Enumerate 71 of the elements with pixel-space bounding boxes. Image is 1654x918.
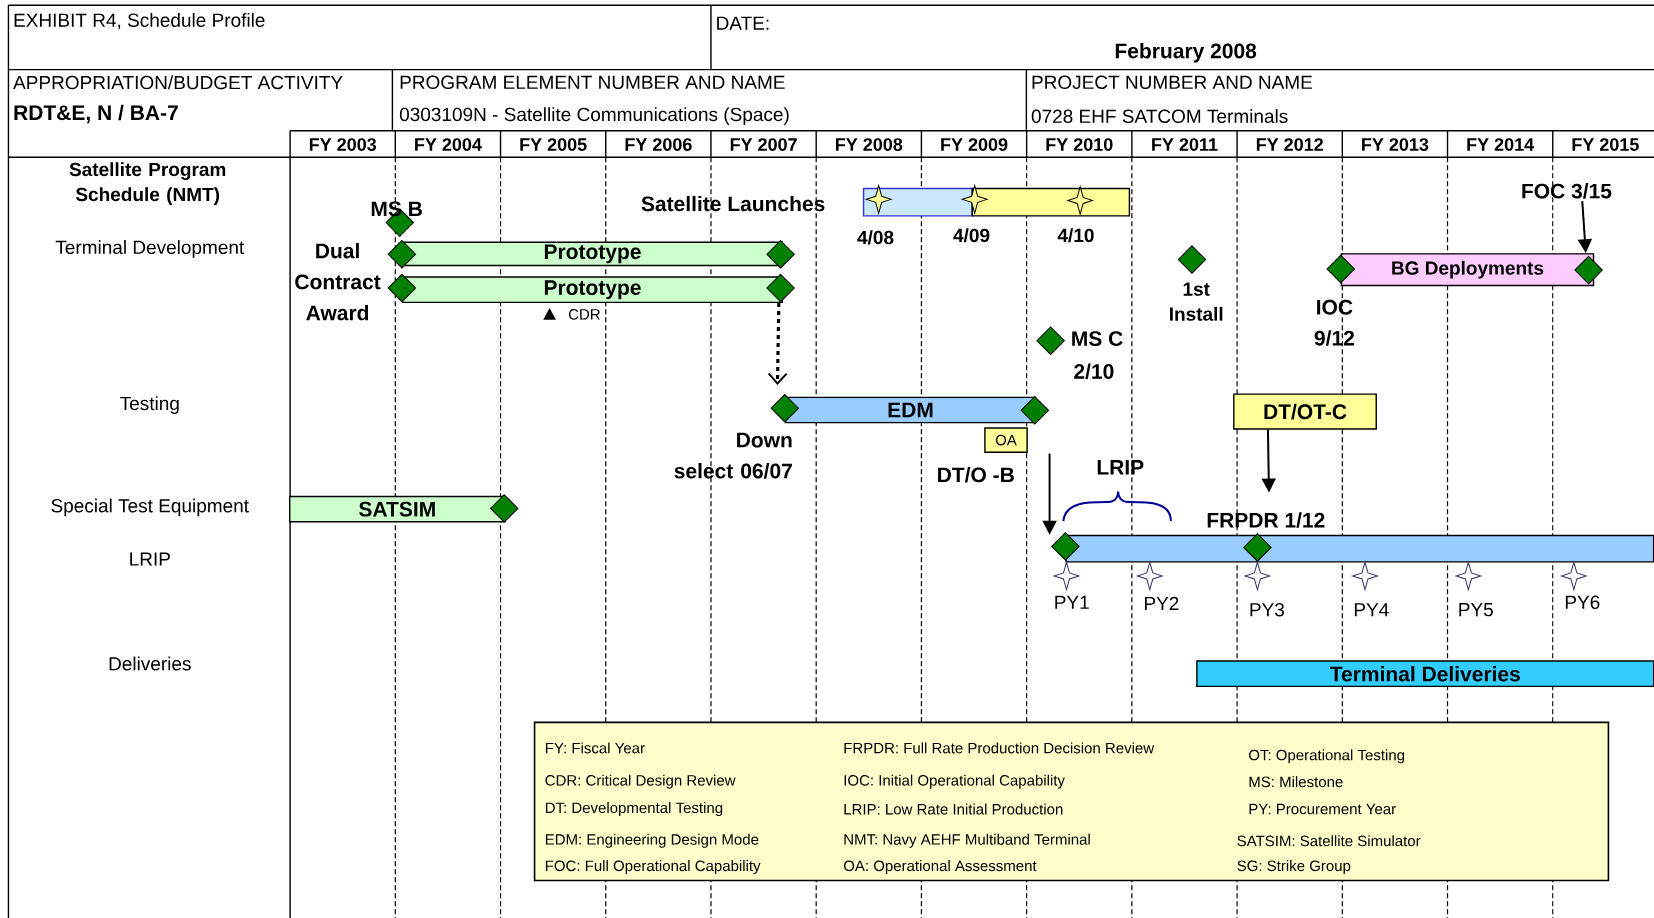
label-text: Testing [120,396,179,414]
glossary-entry: DT: Developmental Testing [545,802,723,817]
label-text: FY 2005 [520,138,587,151]
glossary-entry: CDR: Critical Design Review [545,774,736,789]
label-text: FY 2014 [1467,138,1535,151]
label-text: FY 2012 [1256,138,1323,151]
satsim-bar: SATSIM [289,495,506,523]
glossary-entry: EDM: Engineering Design Mode [545,833,759,848]
milestone-label: FOC 3/15 [1522,183,1612,199]
label-text: PY3 [1250,603,1284,617]
label-text: PROJECT NUMBER AND NAME [1032,75,1312,89]
label-text: 4/09 [953,228,990,243]
label-text: FY 2004 [415,138,482,151]
glossary-entry: MS: Milestone [1249,776,1343,788]
glossary-entry: LRIP: Low Rate Initial Production [844,803,1063,815]
label-text: FY 2015 [1572,138,1639,151]
label-text: PROGRAM ELEMENT NUMBER AND NAME [400,75,785,89]
label-text: FY 2006 [625,138,692,151]
label-text: FY 2003 [309,138,377,151]
arrow [767,303,788,386]
label-text: RDT&E, N / BA-7 [14,104,178,124]
glossary-entry: FOC: Full Operational Capability [545,860,761,875]
label-text: February 2008 [1115,42,1257,63]
edm-bar: EDM [784,396,1037,424]
label-text: 0728 EHF SATCOM Terminals [1031,109,1288,124]
label-text: 1st Install [1170,282,1223,321]
oa-box: OA [984,427,1028,453]
glossary-entry: PY: Procurement Year [1249,803,1396,815]
glossary-entry: FRPDR: Full Rate Production Decision Review [844,742,1155,754]
glossary-entry: SATSIM: Satellite Simulator [1237,835,1421,847]
glossary-box [533,721,1610,882]
label-text: FY 2013 [1362,138,1429,151]
lrip-bar [1065,534,1654,563]
glossary-entry: OA: Operational Assessment [843,860,1037,875]
label-text: EXHIBIT R4, Schedule Profile [14,13,265,30]
label-text: FY 2011 [1152,138,1218,151]
launch-bar [971,187,1131,217]
label-text: DATE: [717,16,769,30]
label-text: FY 2009 [941,138,1008,151]
label-text: 2/10 [1074,363,1114,380]
label-text: MS C [1072,331,1123,347]
label-text: Terminal Development [55,240,245,258]
glossary-entry: SG: Strike Group [1237,860,1351,875]
label-text: IOC 9/12 [1314,299,1354,346]
launch-bar [862,187,973,217]
glossary-entry: IOC: Initial Operational Capability [844,774,1065,789]
glossary-entry: NMT: Navy AEHF Multiband Terminal [844,833,1090,848]
label-text: DT/O -B [938,466,1014,483]
label-text: PY6 [1565,595,1600,610]
prototype-bar: Prototype [401,241,784,267]
test-bar: DT/OT-C [1233,393,1377,430]
label-text: Satellite Launches [641,195,825,212]
label-text: PY2 [1145,596,1179,610]
deployment-bar: BG Deployments [1340,253,1595,287]
label-text: 0303109N - Satellite Communications (Space) [399,107,789,125]
glossary-entry: OT: Operational Testing [1249,749,1405,764]
label-text: Special Test Equipment [51,498,249,517]
label-text: LRIP [1097,460,1144,475]
label-text: CDR [568,309,600,320]
deliveries-bar: Terminal Deliveries [1196,660,1654,688]
label-text: Dual Contract Award [295,242,381,321]
label-text: APPROPRIATION/BUDGET ACTIVITY [13,75,343,90]
label-text: Deliveries [109,656,191,671]
label-text: FY 2007 [730,138,797,151]
label-text: LRIP [130,552,170,566]
label-text: PY4 [1354,603,1389,617]
label-text: PY1 [1055,595,1089,609]
prototype-bar: Prototype [401,276,784,304]
label-text: Satellite Program Schedule (NMT) [69,162,226,205]
glossary-entry: FY: Fiscal Year [545,742,645,754]
label-text: PY5 [1459,603,1493,617]
